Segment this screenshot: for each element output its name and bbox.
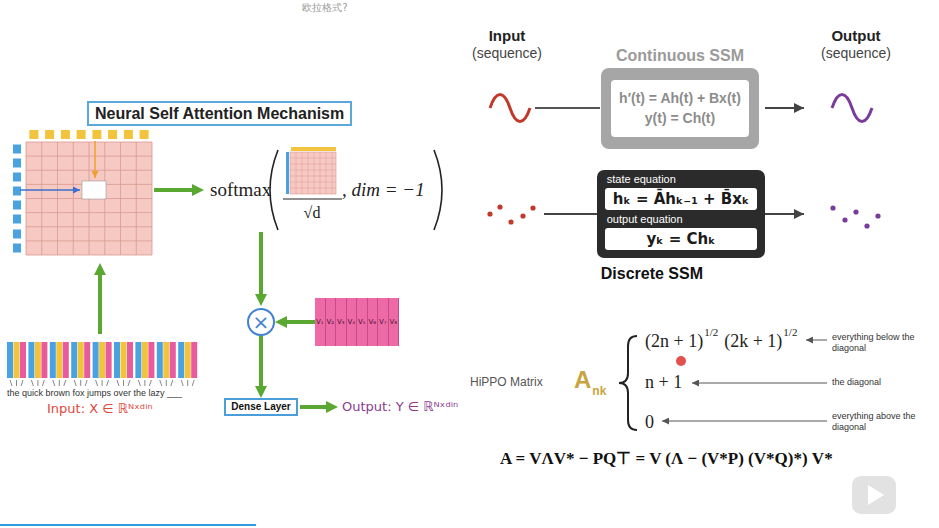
column-heading: Input [489,27,526,45]
leader-line [692,383,827,384]
matrix-name: HiPPO Matrix [470,375,543,389]
attention-matrix [13,130,152,255]
box-title: Discrete SSM [601,264,703,283]
ssm-signals [487,95,880,229]
play-button [852,476,896,514]
annotation: everything below the diagonal [832,332,932,354]
vector-label: V₇ [378,298,389,346]
equation-heading: output equation [607,213,683,226]
equation-heading: state equation [607,173,676,186]
matrix-fill [26,142,152,255]
vector-label: V₃ [336,298,347,346]
multiply-circle: × [247,308,275,336]
matrix-grid [26,142,152,255]
softmax-figure [270,147,442,230]
matrix-entry: (2k + 1) [724,331,782,353]
equation: yₖ = Chₖ [613,230,750,248]
column-subheading: (sequence) [472,45,542,62]
equation-box: state equationhₖ = Āhₖ₋₁ + B̄xₖ [605,188,758,210]
flow-arrow [281,320,315,324]
key-pointer [94,141,96,178]
value-vectors: V₁V₂V₃V₄V₅V₆V₇V₈ [315,298,399,346]
underline-bar [0,524,256,526]
leader-line [662,421,827,422]
vector-label: V₂ [326,298,337,346]
vector-label: V₁ [315,298,326,346]
layer-name: Dense Layer [231,401,290,413]
matrix-entry: (2n + 1) [645,331,703,353]
input-sentence: the quick brown fox jumps over the lazy … [7,388,182,399]
equation-box: output equationyₖ = Chₖ [605,228,758,250]
box-title: Neural Self Attention Mechanism [95,104,344,123]
equation: h′(t) = Ah(t) + Bx(t) [619,88,741,108]
watermark: 欧拉格式? [302,2,347,14]
flow-arrows [100,190,332,407]
function-argument: , dim = −1 [342,179,425,202]
output-wave [832,95,872,122]
equation-box: h′(t) = Ah(t) + Bx(t)y(t) = Ch(t) [611,80,749,137]
exponent: 1/2 [783,326,797,339]
continuous-ssm-box: Continuous SSMh′(t) = Ah(t) + Bx(t)y(t) … [601,68,759,149]
discrete-ssm-box: Discrete SSMstate equationhₖ = Āhₖ₋₁ + B… [597,170,766,258]
scale-denominator: √d [304,203,321,222]
title-box: Neural Self Attention Mechanism [87,101,352,126]
score-cell [82,181,106,199]
column-heading: Output [831,27,880,45]
token-embeddings [7,342,197,386]
equation: y(t) = Ch(t) [619,108,741,128]
annotation: the diagonal [832,377,932,388]
exponent: 1/2 [704,326,718,339]
input-label: Input: X ∈ ℝᴺˣᵈⁱⁿ [47,401,153,417]
input-samples [487,204,535,224]
vector-label: V₅ [357,298,368,346]
formula: A = VΛV* − PQ⊤ = V (Λ − (V*P) (V*Q)*) V* [500,449,833,469]
dense-layer-box: Dense Layer [224,398,297,416]
flow-arrow [259,336,263,392]
function-name: softmax [210,179,271,202]
annotation: everything above the diagonal [832,411,932,433]
input-wave [490,95,530,122]
query-pointer [20,189,80,191]
vector-label: V₄ [347,298,358,346]
query-headers [13,145,21,253]
column-subheading: (sequence) [821,45,891,62]
vector-label: V₈ [389,298,400,346]
matrix-entry: 0 [645,412,654,434]
cursor-dot [676,356,686,366]
output-label: Output: Y ∈ ℝᴺˣᵈⁱⁿ [342,399,458,415]
leader-line [806,340,827,341]
equation: hₖ = Āhₖ₋₁ + B̄xₖ [613,190,750,208]
parenthesis [434,150,442,230]
vector-label: V₆ [368,298,379,346]
box-title: Continuous SSM [571,46,789,65]
matrix-symbol: A [574,366,591,395]
multiply-sign: × [253,312,270,332]
matrix-index: nk [592,384,606,398]
key-headers [29,130,148,139]
output-samples [830,205,880,228]
brace [619,336,637,430]
matrix-entry: n + 1 [645,372,682,394]
